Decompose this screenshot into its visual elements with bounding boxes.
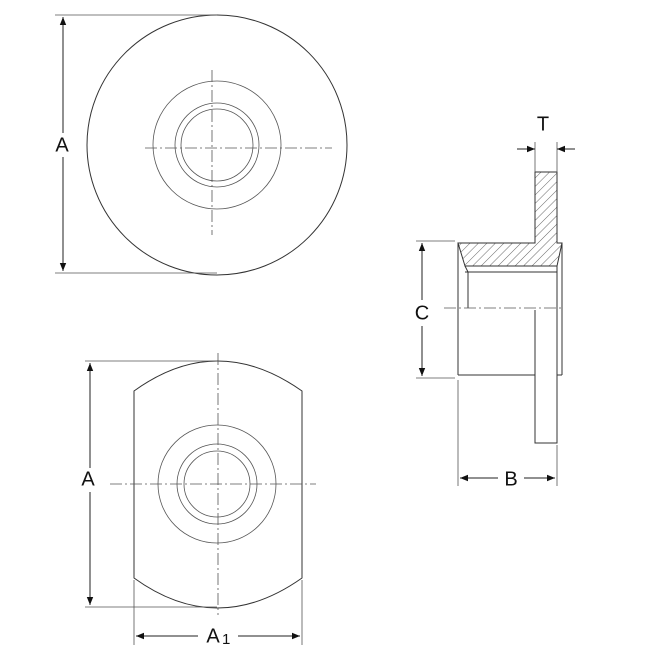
dimension-label-a: A: [55, 134, 69, 156]
hatched-section: [457, 171, 563, 267]
dimension-label-t: T: [537, 113, 549, 135]
bore-outer-circle: [174, 102, 260, 188]
dimension-label-b: B: [504, 468, 517, 490]
dimension-label-a: A: [81, 468, 95, 490]
front-view-flat: A A 1: [76, 353, 316, 650]
dimension-label-c: C: [415, 302, 429, 324]
bore-inner-circle: [180, 108, 254, 182]
flange-lower: [534, 266, 558, 444]
boss-circle: [152, 80, 282, 210]
dimension-label-a1: A: [206, 625, 220, 647]
dimension-label-a1-subscript: 1: [222, 631, 230, 648]
flat-base-outline: [133, 360, 303, 609]
side-view-section: C B T: [409, 113, 575, 492]
chamfer-line: [464, 265, 469, 273]
top-view-round: A: [50, 14, 348, 276]
outer-circle: [86, 14, 348, 276]
